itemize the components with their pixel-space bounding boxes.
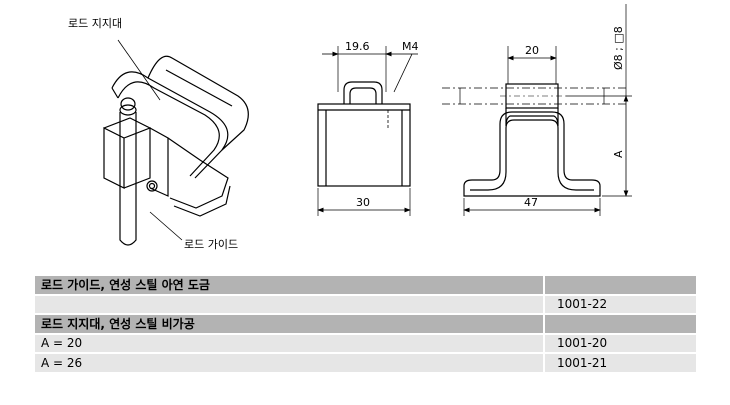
- isometric-view: [103, 39, 249, 246]
- dim-thread-m4: M4: [402, 40, 419, 53]
- row-label: A = 26: [35, 353, 544, 374]
- table-section-header: 로드 가이드, 연성 스틸 아연 도금: [35, 276, 696, 296]
- side-view: [442, 4, 632, 216]
- order-code: 1001-20: [543, 333, 696, 354]
- spec-table: 로드 가이드, 연성 스틸 아연 도금 1001-22 로드 지지대, 연성 스…: [35, 276, 696, 374]
- order-code: 1001-22: [543, 294, 696, 315]
- dim-front-width-bottom: 30: [356, 196, 370, 209]
- table-row: A = 26 1001-21: [35, 353, 696, 374]
- section-title: 로드 가이드, 연성 스틸 아연 도금: [35, 276, 544, 296]
- rod-support-label: 로드 지지대: [68, 17, 122, 30]
- dim-rod-size: Ø8 ; □8: [612, 26, 625, 70]
- row-label: A = 20: [35, 333, 544, 354]
- order-code: [543, 276, 696, 296]
- section-title: 로드 지지대, 연성 스틸 비가공: [35, 314, 544, 335]
- order-code: [543, 314, 696, 335]
- technical-drawing: 로드 지지대 로드 가이드 19.6 M4 30: [68, 4, 632, 251]
- table-row: A = 20 1001-20: [35, 333, 696, 354]
- rod-guide-label: 로드 가이드: [184, 238, 238, 251]
- order-code: 1001-21: [543, 353, 696, 374]
- dim-side-height: A: [612, 150, 625, 158]
- dim-front-width-top: 19.6: [345, 40, 370, 53]
- table-section-header: 로드 지지대, 연성 스틸 비가공: [35, 314, 696, 335]
- row-label: [35, 294, 544, 315]
- dim-side-width-bottom: 47: [524, 196, 538, 209]
- front-view: [317, 46, 418, 216]
- table-row: 1001-22: [35, 294, 696, 315]
- dim-side-width-top: 20: [525, 44, 539, 57]
